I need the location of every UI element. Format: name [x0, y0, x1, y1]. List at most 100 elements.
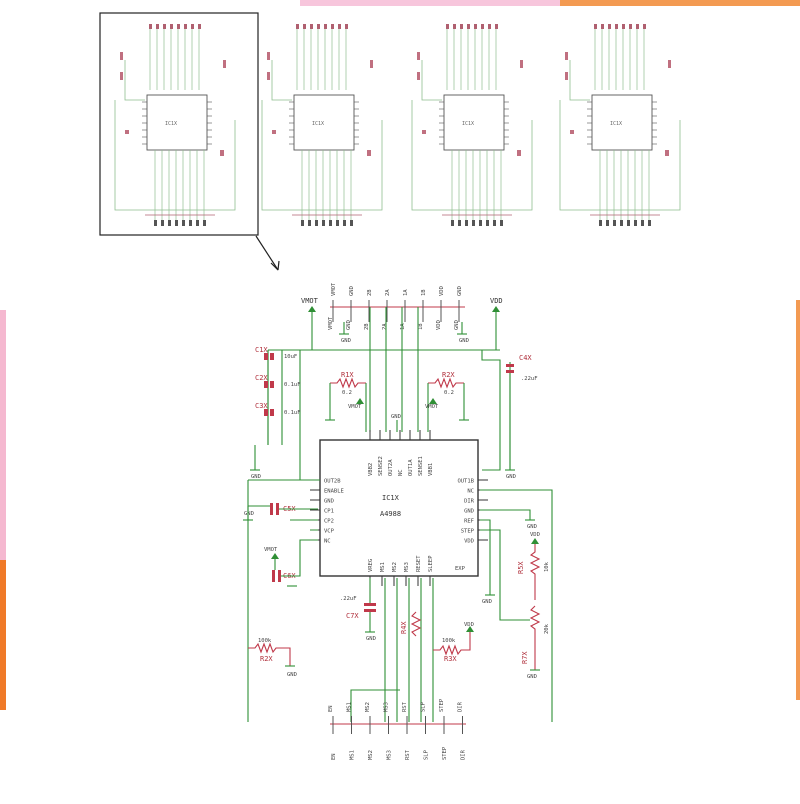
svg-text:GND: GND [482, 599, 492, 605]
thumbnail-schematic[interactable]: IC1X [114, 24, 236, 226]
capacitor-c3: C3X 0.1uF [255, 402, 301, 416]
top-connector-inner-label: 2A [382, 323, 388, 330]
chip-pin-right-label: DIR [464, 499, 475, 505]
chip-pin-top-label: SENSE1 [418, 456, 424, 476]
capacitor-c5: C5X GND [243, 503, 318, 521]
chip-pin-left-label: NC [324, 539, 331, 545]
chip-pin-right-label: STEP [461, 529, 475, 535]
svg-text:20k: 20k [544, 623, 550, 634]
svg-text:GND: GND [341, 338, 351, 344]
svg-text:R4X: R4X [400, 621, 408, 634]
bottom-connector-label: DIR [461, 749, 467, 760]
svg-text:R2X: R2X [260, 655, 273, 663]
svg-text:0.1uF: 0.1uF [284, 410, 301, 416]
thumbnail-schematic[interactable]: IC1X [411, 24, 533, 226]
bottom-connector-inner-label: EN [328, 705, 334, 712]
bottom-connector-inner-label: MS3 [384, 702, 390, 712]
gnd-chip-top: GND [391, 414, 401, 432]
chip-pin-bottom-label: MS2 [392, 562, 398, 572]
resistor-r3: 100k R2X GND [248, 638, 297, 678]
svg-text:C2X: C2X [255, 374, 268, 382]
svg-text:100k: 100k [442, 638, 456, 644]
top-connector-label: 2A [385, 289, 391, 296]
svg-text:R3X: R3X [444, 655, 457, 663]
resistor-r5: R4X [400, 611, 422, 637]
svg-text:GND: GND [527, 674, 537, 680]
top-connector-label: 1B [421, 289, 427, 296]
top-connector-inner-label: 1A [400, 323, 406, 330]
thumbnail-chip-label: IC1X [610, 121, 622, 127]
chip-ref: IC1X [382, 494, 400, 502]
capacitor-c6: C6X [272, 539, 318, 587]
capacitor-c7: .22uF C7X GND [340, 578, 376, 642]
chip-pin-bottom-label: SLEEP [428, 555, 434, 572]
thumbnail-chip-label: IC1X [462, 121, 474, 127]
vmot-symbol-low: VMOT [264, 547, 279, 559]
capacitor-c1: C1X 10uF [255, 346, 297, 360]
orange-band-top [560, 0, 800, 6]
bottom-connector-inner-label: RST [402, 701, 408, 712]
svg-text:0.2: 0.2 [444, 390, 454, 396]
svg-text:GND: GND [287, 672, 297, 678]
svg-text:VMOT: VMOT [348, 404, 362, 410]
resistor-r4: 100k R3X VDD [433, 622, 474, 663]
svg-text:100k: 100k [258, 638, 272, 644]
arrow-head [270, 260, 280, 271]
zoom-arrow [255, 235, 279, 271]
chip-pin-top-label: VBB1 [428, 463, 434, 476]
svg-text:VMOT: VMOT [425, 404, 439, 410]
bottom-connector-inner-label: MS2 [365, 702, 371, 712]
bottom-connector-inner-label: DIR [458, 701, 464, 712]
chip-pin-left-label: OUT2B [324, 479, 341, 485]
svg-text:.22uF: .22uF [340, 596, 357, 602]
selection-box[interactable] [99, 12, 259, 236]
thumbnail-schematic[interactable]: IC1X [559, 24, 681, 226]
bottom-connector-inner-label: STEP [439, 698, 445, 712]
bottom-connector-label: MS3 [387, 750, 393, 760]
bottom-connector-inner-label: MS1 [347, 702, 353, 712]
svg-text:GND: GND [366, 636, 376, 642]
svg-text:GND: GND [391, 414, 401, 420]
svg-text:GND: GND [506, 474, 516, 480]
top-connector-label: GND [457, 286, 463, 296]
top-connector-inner-label: GND [454, 320, 460, 330]
svg-text:VDD: VDD [490, 297, 503, 305]
chip-pin-left-label: CP1 [324, 509, 334, 515]
svg-text:GND: GND [244, 511, 254, 517]
svg-text:R7X: R7X [521, 651, 529, 664]
pink-band-top [300, 0, 560, 6]
svg-text:0.2: 0.2 [342, 390, 352, 396]
chip-pin-top-label: OUT2A [388, 459, 394, 476]
top-connector-label: VMOT [331, 282, 337, 296]
pink-band-left [0, 310, 6, 710]
chip-pin-right-label: NC [467, 489, 474, 495]
chip-pin-right-label: OUT1B [457, 479, 474, 485]
chip-pin-top-label: SENSE2 [378, 456, 384, 476]
bottom-connector-label: MS1 [350, 750, 356, 760]
top-connector-inner-label: 2B [364, 323, 370, 330]
thumbnail-schematic[interactable]: IC1X [261, 24, 383, 226]
svg-text:C4X: C4X [519, 354, 532, 362]
chip-pin-top-label: VBB2 [368, 463, 374, 476]
svg-text:VDD: VDD [530, 532, 540, 538]
vmot-symbol-left: VMOT [301, 297, 319, 350]
bottom-connector-label: RST [405, 749, 411, 760]
chip-pin-bottom-label: VREG [368, 559, 374, 572]
svg-text:C3X: C3X [255, 402, 268, 410]
chip-pin-left-label: ENABLE [324, 489, 344, 495]
vmot-symbol-mid-right: VMOT [425, 398, 439, 410]
bottom-connector-inner-label: SLP [421, 701, 427, 712]
resistor-r6: R5X 10k [517, 544, 550, 600]
bottom-connector: ENENMS1MS1MS2MS2MS3MS3RSTRSTSLPSLPSTEPST… [328, 698, 467, 760]
top-connector-label: 2B [367, 289, 373, 296]
top-connector-label: GND [349, 286, 355, 296]
svg-text:VDD: VDD [464, 622, 474, 628]
bottom-connector-label: MS2 [368, 750, 374, 760]
svg-text:R5X: R5X [517, 561, 525, 574]
svg-text:10k: 10k [544, 561, 550, 572]
top-connector-inner-label: GND [346, 320, 352, 330]
